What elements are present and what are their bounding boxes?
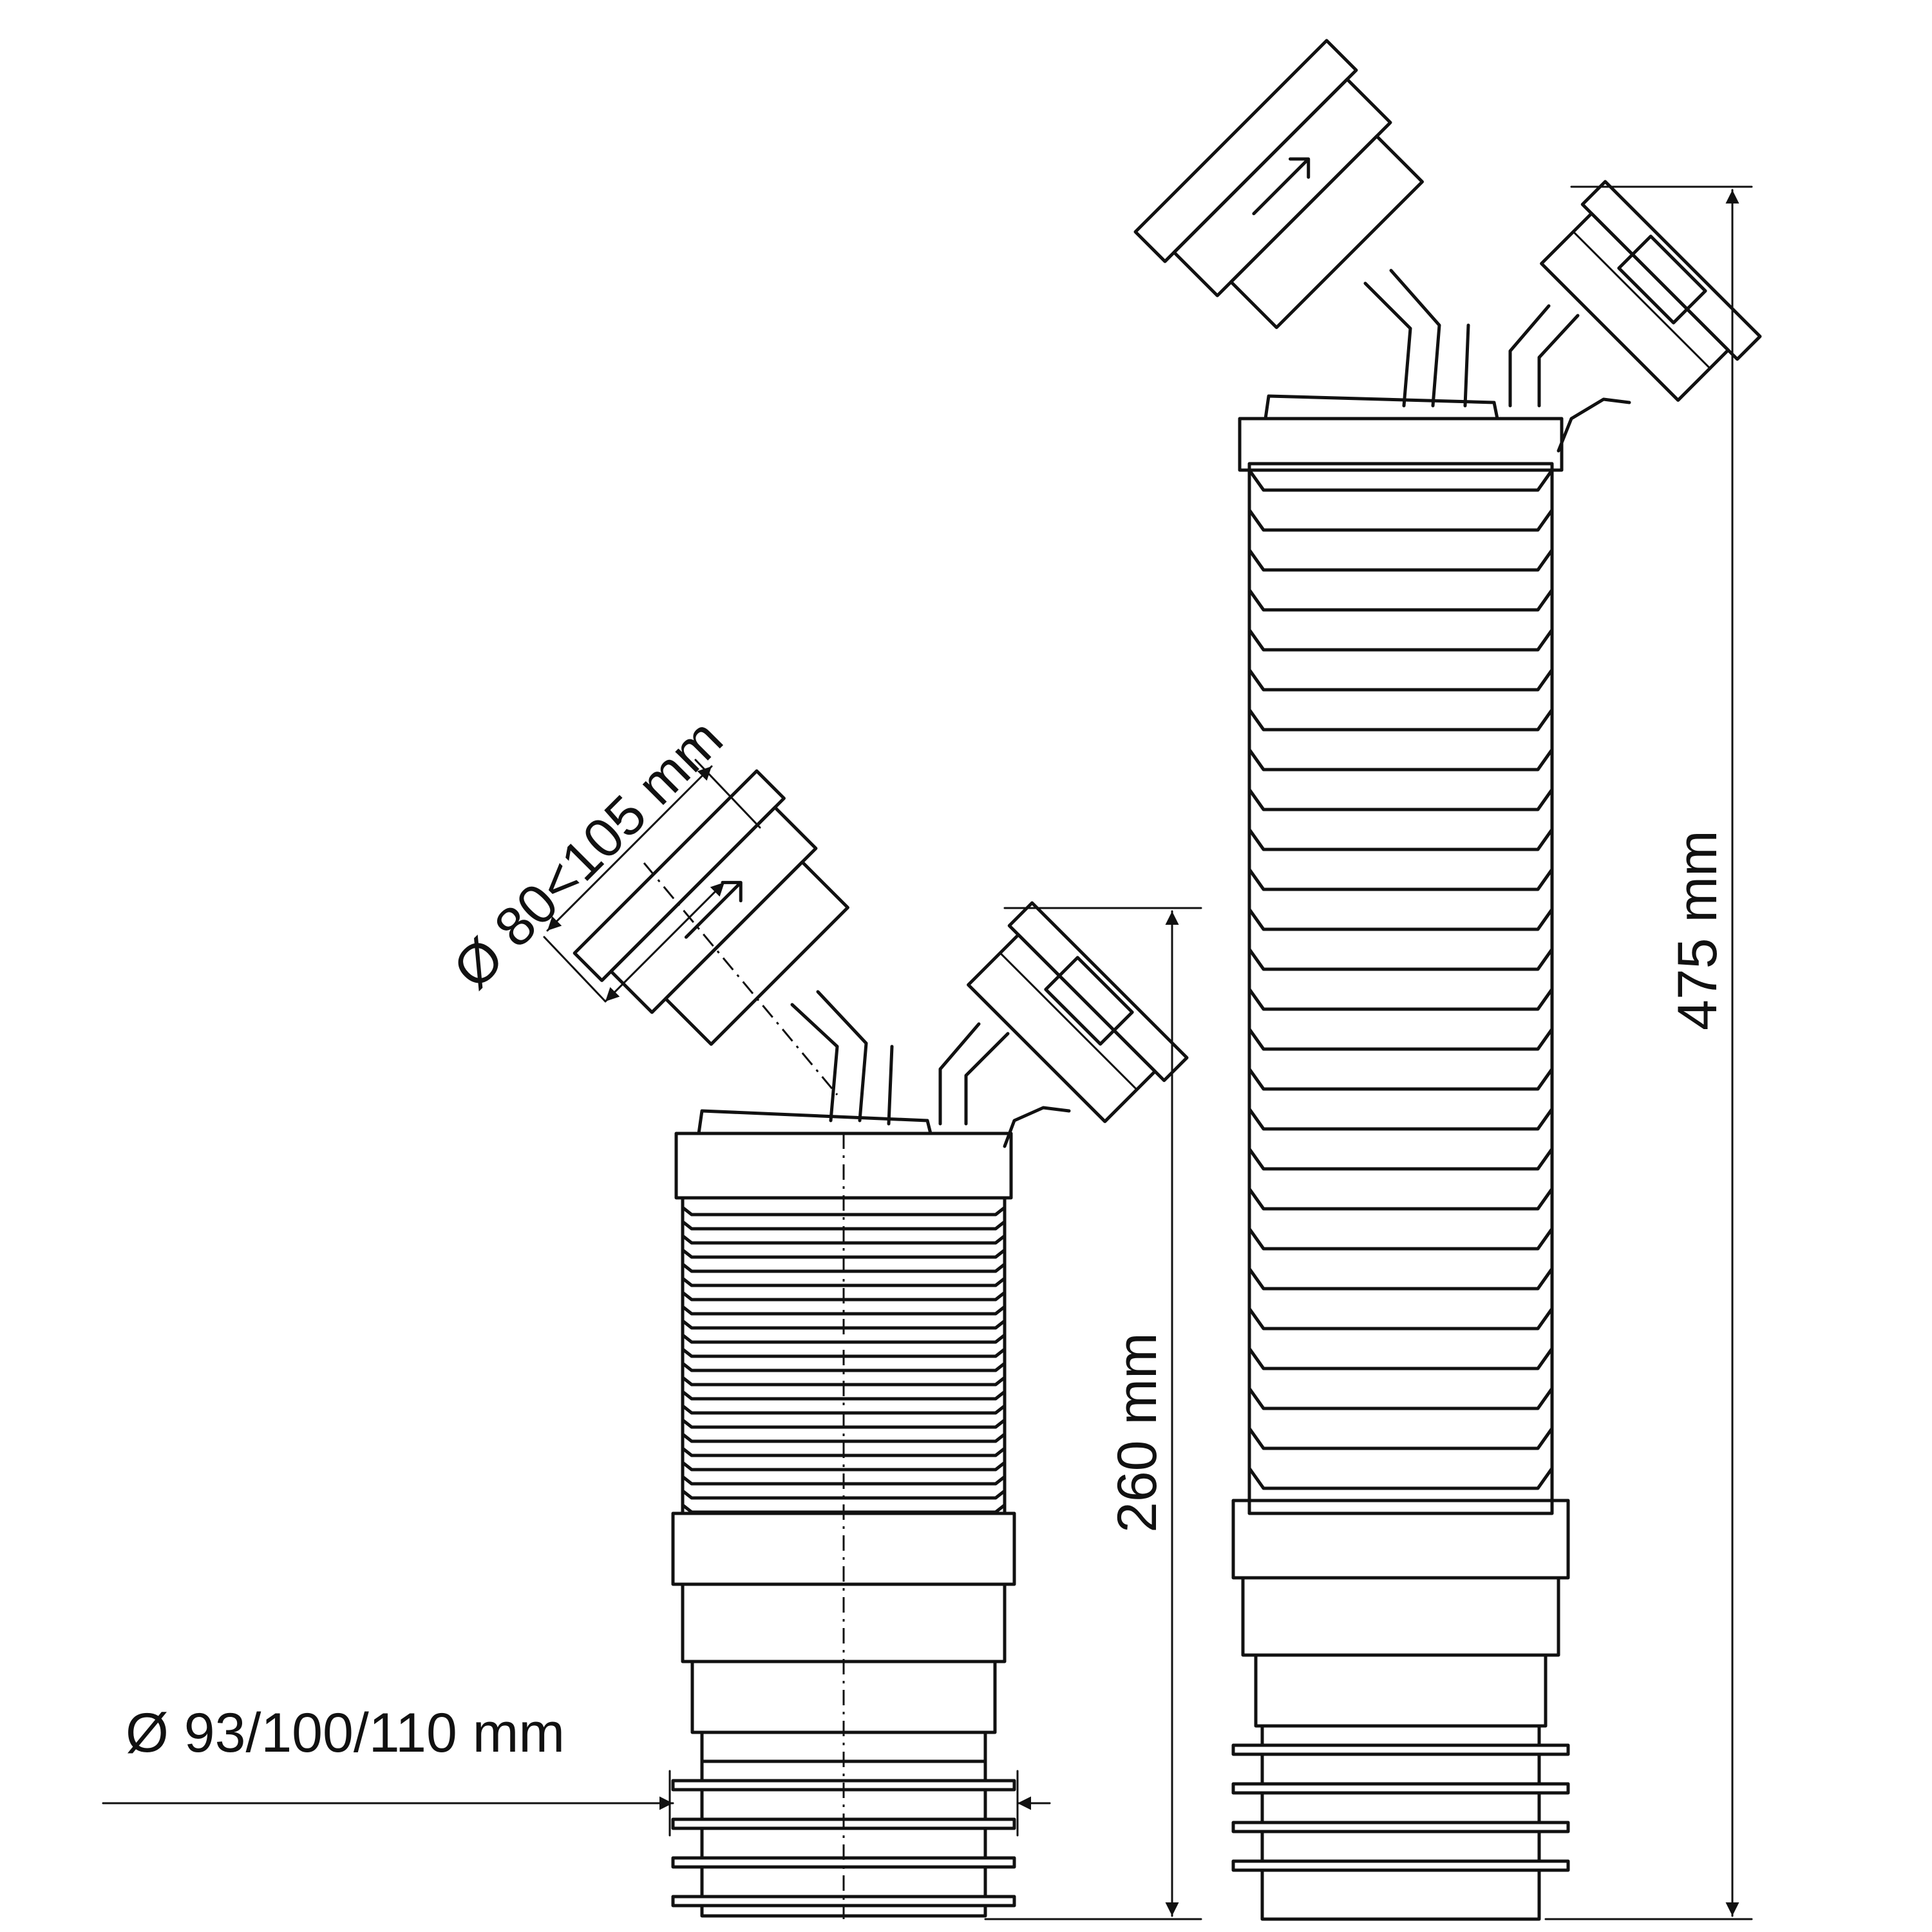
- corrugation-rib: [1247, 1227, 1554, 1251]
- corrugation-rib: [1247, 1187, 1554, 1211]
- corrugation-rib: [681, 1305, 1007, 1316]
- corrugation-rib: [681, 1432, 1007, 1443]
- corrugation-rib: [681, 1276, 1007, 1287]
- corrugation-rib: [1247, 1067, 1554, 1091]
- corrugation-rib: [1247, 788, 1554, 811]
- corrugation-rib: [1247, 668, 1554, 692]
- corrugation-rib: [1247, 907, 1554, 931]
- corrugation-ribs-long: [1247, 468, 1554, 1490]
- corrugation-rib: [1247, 588, 1554, 612]
- corrugation-rib: [1247, 1347, 1554, 1370]
- corrugation-rib: [681, 1390, 1007, 1401]
- corrugation-rib: [1247, 628, 1554, 652]
- corrugation-rib: [1247, 508, 1554, 532]
- corrugation-rib: [1247, 828, 1554, 851]
- height-compressed-label: 260 mm: [1106, 1332, 1168, 1533]
- pipe-compressed: [573, 769, 1189, 1919]
- corrugation-rib: [681, 1248, 1007, 1259]
- dim-height-compressed: 260 mm: [984, 907, 1202, 1920]
- corrugation-rib: [1247, 1466, 1554, 1490]
- corrugation-rib: [1247, 987, 1554, 1011]
- corrugation-rib: [1247, 1307, 1554, 1331]
- corrugation-rib: [1247, 548, 1554, 572]
- dim-height-extended: 475 mm: [1544, 185, 1753, 1920]
- corrugation-rib: [1247, 1387, 1554, 1410]
- corrugation-rib: [681, 1361, 1007, 1372]
- corrugation-rib: [1247, 867, 1554, 891]
- height-extended-label: 475 mm: [1667, 830, 1728, 1030]
- corrugation-rib: [1247, 1027, 1554, 1051]
- corrugation-rib: [1247, 1426, 1554, 1450]
- corrugation-rib: [1247, 748, 1554, 772]
- corrugation-rib: [1247, 1107, 1554, 1131]
- outlet-diameter-label: Ø 93/100/110 mm: [126, 1702, 565, 1764]
- pipe-extended: [1133, 39, 1762, 1921]
- inlet-diameter-label: Ø 80<105 mm: [442, 708, 735, 1001]
- corrugation-rib: [681, 1206, 1007, 1217]
- corrugation-rib: [1247, 708, 1554, 732]
- corrugation-rib: [681, 1461, 1007, 1472]
- corrugation-rib: [1247, 1267, 1554, 1291]
- corrugation-rib: [1247, 947, 1554, 971]
- dim-inlet-diameter: Ø 80<105 mm: [442, 708, 761, 1003]
- corrugation-rib: [1247, 468, 1554, 492]
- dim-outlet-diameter: Ø 93/100/110 mm: [102, 1702, 1051, 1837]
- corrugation-rib: [681, 1234, 1007, 1245]
- corrugation-rib: [1247, 1147, 1554, 1171]
